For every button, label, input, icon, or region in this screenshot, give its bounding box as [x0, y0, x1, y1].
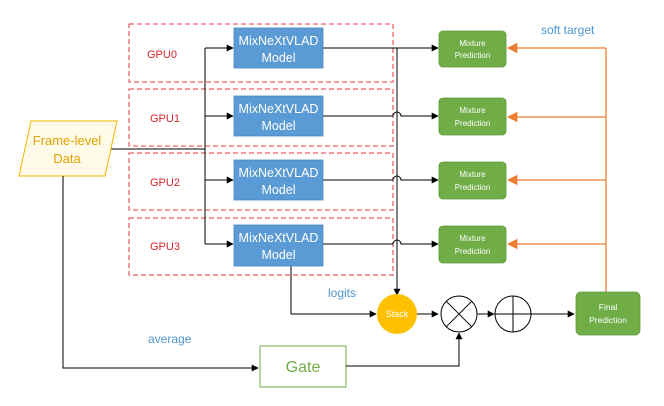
- soft-target-arrows: [506, 42, 607, 292]
- model-title: MixNeXtVLAD: [239, 231, 319, 245]
- model-subtitle: Model: [261, 51, 295, 65]
- final-prediction-node: Final Prediction: [575, 291, 641, 336]
- stack-label: Stack: [386, 309, 409, 319]
- gate-node: Gate: [259, 345, 347, 388]
- model-box-3: MixNeXtVLAD Model: [233, 224, 324, 267]
- model-box-2: MixNeXtVLAD Model: [233, 159, 324, 201]
- gpu-group-2: GPU2: [128, 152, 394, 211]
- model-title: MixNeXtVLAD: [239, 166, 319, 180]
- final-subtitle: Prediction: [589, 315, 627, 325]
- multiply-operator-icon: [440, 295, 478, 333]
- mixture-title: Mixture: [459, 234, 486, 243]
- mixture-box-3: Mixture Prediction: [438, 225, 507, 264]
- gpu-label: GPU3: [150, 241, 180, 253]
- model-box-0: MixNeXtVLAD Model: [233, 27, 324, 69]
- mixture-subtitle: Prediction: [455, 51, 491, 60]
- mixture-subtitle: Prediction: [455, 247, 491, 256]
- mixture-title: Mixture: [459, 106, 486, 115]
- model-subtitle: Model: [261, 248, 295, 262]
- mixture-box-2: Mixture Prediction: [438, 161, 507, 200]
- mixture-subtitle: Prediction: [455, 119, 491, 128]
- model-subtitle: Model: [261, 119, 295, 133]
- mixture-box-0: Mixture Prediction: [438, 30, 507, 68]
- gate-to-multiply-wire: [346, 332, 463, 367]
- gpu-group-0: GPU0: [128, 23, 394, 83]
- mixture-title: Mixture: [459, 39, 486, 48]
- soft-target-label: soft target: [541, 23, 595, 37]
- add-operator-icon: [494, 295, 532, 333]
- gate-label: Gate: [286, 359, 321, 376]
- mixture-subtitle: Prediction: [455, 183, 491, 192]
- average-wire: [62, 176, 259, 372]
- mixture-title: Mixture: [459, 170, 486, 179]
- gpu-label: GPU0: [147, 49, 177, 61]
- model-title: MixNeXtVLAD: [239, 102, 319, 116]
- model-subtitle: Model: [261, 183, 295, 197]
- model-title: MixNeXtVLAD: [239, 34, 319, 48]
- logits-label: logits: [328, 286, 356, 300]
- gpu-label: GPU2: [150, 177, 180, 189]
- model-box-1: MixNeXtVLAD Model: [233, 95, 324, 137]
- average-label: average: [148, 332, 192, 346]
- model-output-wires: [290, 44, 439, 318]
- mixture-box-1: Mixture Prediction: [438, 97, 507, 136]
- final-title: Final: [599, 302, 618, 312]
- frame-level-title: Frame-level: [33, 133, 102, 148]
- gpu-group-3: GPU3: [128, 217, 394, 276]
- gpu-label: GPU1: [150, 113, 180, 125]
- frame-level-data-node: Frame-level Data: [18, 120, 118, 177]
- frame-level-subtitle: Data: [53, 151, 81, 166]
- input-wires: [105, 44, 234, 248]
- stack-node: Stack: [377, 294, 417, 334]
- gpu-group-1: GPU1: [128, 88, 394, 147]
